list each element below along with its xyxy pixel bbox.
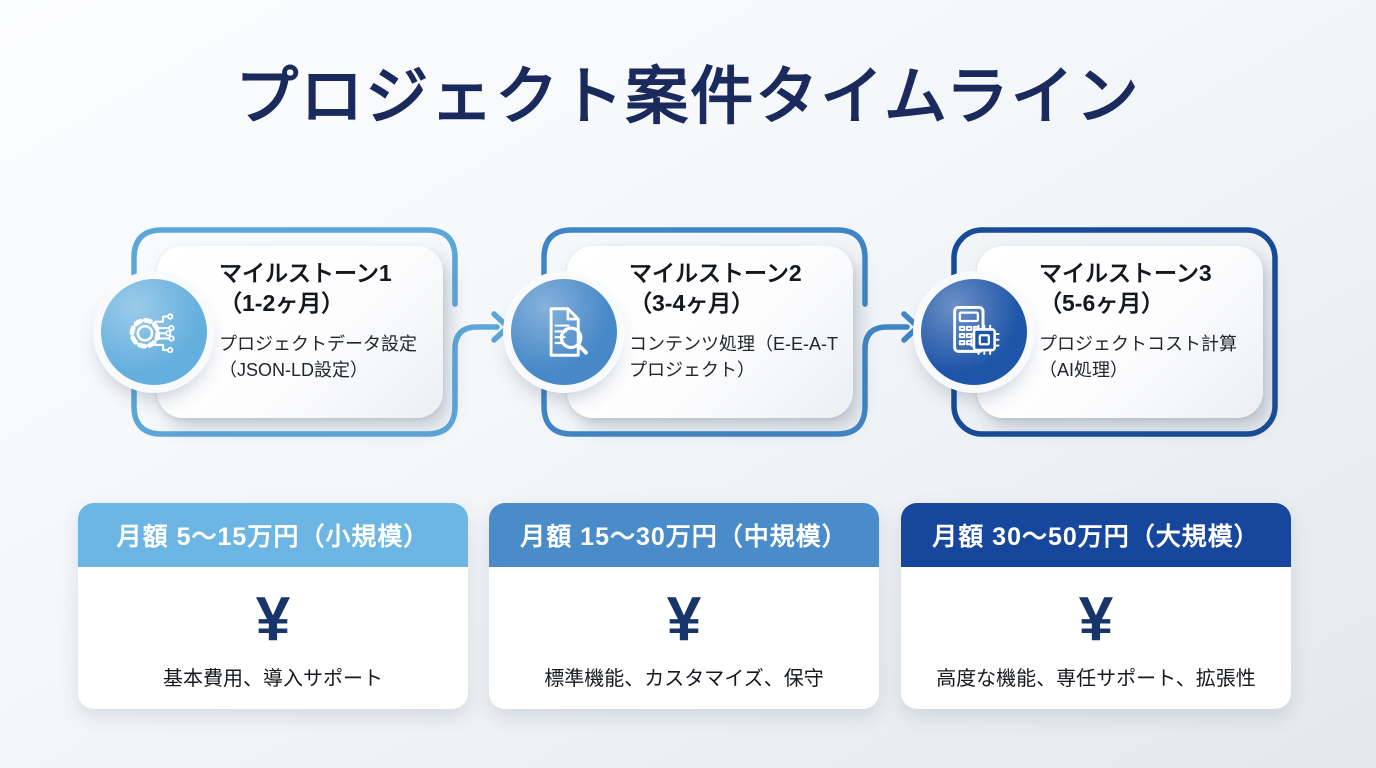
yen-icon: ¥ <box>666 584 702 654</box>
milestone-title-line: マイルストーン2 <box>629 260 802 286</box>
milestone-icon-badge <box>101 279 207 385</box>
pricing-description: 基本費用、導入サポート <box>163 668 383 691</box>
milestone-title: マイルストーン2 （3-4ヶ月） <box>629 258 841 319</box>
gear-circuit-icon <box>129 313 175 354</box>
milestone-icon-badge <box>921 279 1027 385</box>
milestone-description: プロジェクトデータ設定（JSON-LD設定） <box>219 333 417 380</box>
milestone-title-line: マイルストーン3 <box>1039 260 1212 286</box>
yen-icon: ¥ <box>1078 584 1114 654</box>
pricing-card-medium: 月額 15〜30万円（中規模） ¥ 標準機能、カスタマイズ、保守 <box>489 503 879 709</box>
pricing-body: ¥ 高度な機能、専任サポート、拡張性 <box>901 567 1291 709</box>
pricing-header: 月額 5〜15万円（小規模） <box>78 503 468 567</box>
milestone-title: マイルストーン1 （1-2ヶ月） <box>219 258 431 319</box>
milestone-text: マイルストーン1 （1-2ヶ月） プロジェクトデータ設定（JSON-LD設定） <box>219 258 431 383</box>
calculator-chip-icon <box>953 306 1000 355</box>
milestone-description: コンテンツ処理（E-E-A-Tプロジェクト） <box>629 333 838 380</box>
document-search-icon <box>549 307 588 357</box>
milestone-description: プロジェクトコスト計算（AI処理） <box>1039 333 1237 380</box>
pricing-description: 高度な機能、専任サポート、拡張性 <box>936 668 1256 691</box>
pricing-body: ¥ 基本費用、導入サポート <box>78 567 468 709</box>
milestone-card-1: マイルストーン1 （1-2ヶ月） プロジェクトデータ設定（JSON-LD設定） <box>95 222 511 442</box>
pricing-description: 標準機能、カスタマイズ、保守 <box>544 668 824 691</box>
milestone-title-line: （1-2ヶ月） <box>219 290 345 317</box>
milestone-card-2: マイルストーン2 （3-4ヶ月） コンテンツ処理（E-E-A-Tプロジェクト） <box>505 222 921 442</box>
pricing-body: ¥ 標準機能、カスタマイズ、保守 <box>489 567 879 709</box>
milestone-text: マイルストーン3 （5-6ヶ月） プロジェクトコスト計算（AI処理） <box>1039 258 1251 383</box>
pricing-header: 月額 30〜50万円（大規模） <box>901 503 1291 567</box>
milestone-title-line: マイルストーン1 <box>219 260 392 286</box>
page-title: プロジェクト案件タイムライン <box>235 62 1141 132</box>
milestone-icon-badge <box>511 279 617 385</box>
milestone-title: マイルストーン3 （5-6ヶ月） <box>1039 258 1251 319</box>
pricing-card-large: 月額 30〜50万円（大規模） ¥ 高度な機能、専任サポート、拡張性 <box>901 503 1291 709</box>
milestone-title-line: （3-4ヶ月） <box>629 290 755 317</box>
pricing-card-small: 月額 5〜15万円（小規模） ¥ 基本費用、導入サポート <box>78 503 468 709</box>
yen-icon: ¥ <box>255 584 291 654</box>
milestone-title-line: （5-6ヶ月） <box>1039 290 1165 317</box>
milestone-text: マイルストーン2 （3-4ヶ月） コンテンツ処理（E-E-A-Tプロジェクト） <box>629 258 841 383</box>
pricing-header: 月額 15〜30万円（中規模） <box>489 503 879 567</box>
milestone-card-3: マイルストーン3 （5-6ヶ月） プロジェクトコスト計算（AI処理） <box>915 222 1295 442</box>
